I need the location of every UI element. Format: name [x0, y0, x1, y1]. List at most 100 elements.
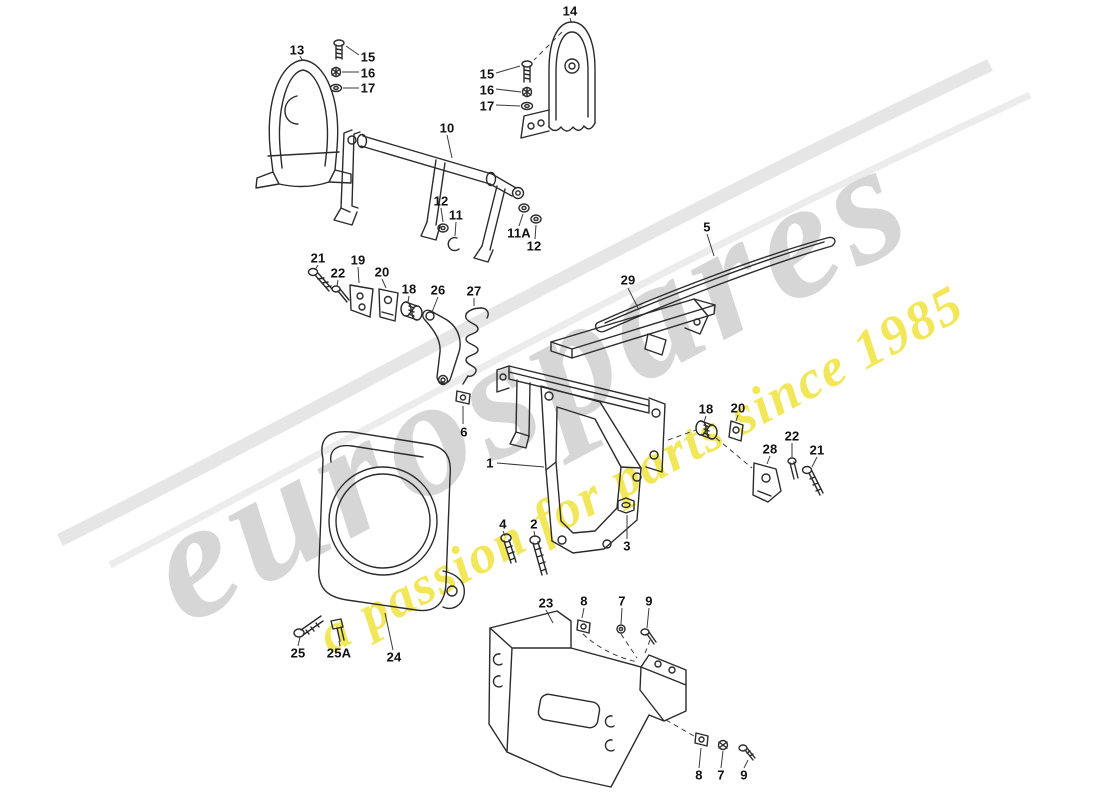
part-label-15-left: 15 — [360, 49, 376, 65]
part-label-12-left: 12 — [433, 193, 449, 209]
part-17-washer-left — [329, 83, 343, 93]
part-label-9-upper: 9 — [645, 593, 653, 609]
part-22-screw-right — [787, 457, 799, 480]
part-15-screw-right — [521, 60, 533, 83]
part-7-washer-lower — [717, 739, 729, 751]
part-25-screw — [293, 615, 324, 638]
leader-lines-879-upper — [581, 607, 651, 663]
part-label-26: 26 — [430, 282, 446, 298]
part-label-21-left: 21 — [310, 250, 326, 266]
part-6-nut — [455, 390, 471, 405]
part-label-2: 2 — [530, 516, 538, 532]
part-21-screw-right — [801, 465, 824, 496]
part-label-13: 13 — [289, 42, 305, 58]
part-7-washer-upper — [616, 624, 626, 634]
leader-lines-10-group — [440, 134, 537, 240]
part-label-12-right: 12 — [526, 238, 542, 254]
part-label-5: 5 — [703, 219, 711, 235]
part-label-25a: 25A — [326, 645, 352, 661]
part-28-bracket — [752, 462, 782, 503]
part-label-19: 19 — [350, 252, 366, 268]
part-16-nut-left — [330, 66, 342, 78]
leader-line-1 — [496, 462, 545, 468]
part-29-retaining-strip — [550, 298, 716, 359]
part-27-spring — [462, 307, 489, 385]
part-20-bracket-right — [728, 420, 744, 442]
part-label-25: 25 — [290, 645, 306, 661]
part-label-7-lower: 7 — [717, 767, 725, 783]
part-label-29: 29 — [620, 272, 636, 288]
part-label-22-right: 22 — [784, 428, 800, 444]
leader-lines-879-lower — [665, 719, 749, 769]
part-16-nut-right — [521, 86, 533, 98]
part-25a-bolt — [330, 618, 345, 642]
part-20-bracket-left — [378, 288, 399, 322]
part-label-20-right: 20 — [730, 400, 746, 416]
leader-lines-3-4-2 — [502, 515, 628, 539]
leader-lines-24-25 — [297, 612, 394, 651]
part-26-lever — [422, 309, 461, 386]
part-label-27: 27 — [466, 283, 482, 299]
part-14-mount-bracket — [520, 21, 596, 139]
part-label-18-left: 18 — [401, 281, 417, 297]
part-8-nut-lower — [694, 732, 709, 747]
part-label-14: 14 — [562, 3, 578, 19]
leader-lines-left-cluster — [314, 264, 410, 303]
part-15-screw-left — [333, 39, 345, 60]
part-label-18-right: 18 — [698, 401, 714, 417]
leader-line-23 — [545, 609, 554, 624]
part-label-10: 10 — [439, 120, 455, 136]
part-17-washer-right — [520, 101, 534, 111]
part-9-screw-lower — [738, 744, 756, 761]
part-19-plate — [349, 284, 374, 318]
part-5-cover-strip — [594, 236, 836, 333]
part-label-6: 6 — [460, 424, 468, 440]
part-label-4: 4 — [499, 516, 507, 532]
part-label-7-upper: 7 — [618, 593, 626, 609]
leader-line-5 — [706, 233, 715, 257]
part-label-11: 11 — [448, 207, 464, 223]
part-12-washer-right — [530, 214, 542, 224]
part-23-mounting-box — [488, 610, 687, 788]
leader-lines-14-group — [495, 17, 572, 107]
part-11-circlip — [447, 236, 460, 252]
part-21-screw-left — [307, 267, 333, 292]
leader-line-29 — [627, 287, 639, 309]
part-18-bushing-left — [400, 301, 423, 321]
part-label-3: 3 — [623, 538, 631, 554]
part-label-22-left: 22 — [330, 265, 346, 281]
part-label-1: 1 — [486, 455, 494, 471]
part-label-16-left: 16 — [360, 65, 376, 81]
leader-lines-13-group — [299, 45, 360, 89]
leader-lines-26-27-6 — [431, 296, 475, 424]
part-12-washer-left — [437, 223, 449, 233]
part-3-nut — [617, 497, 635, 514]
part-label-17-left: 17 — [360, 80, 376, 96]
part-10-linkage-assembly — [333, 129, 525, 263]
part-8-nut-upper — [576, 619, 591, 634]
part-24-headlight-ring — [318, 430, 465, 612]
part-label-16-right: 16 — [479, 82, 495, 98]
leader-lines-right-cluster — [667, 414, 818, 469]
part-label-8-lower: 8 — [695, 767, 703, 783]
part-label-23: 23 — [538, 595, 554, 611]
part-label-21-right: 21 — [809, 442, 825, 458]
part-label-9-lower: 9 — [740, 767, 748, 783]
part-13-mount-bracket — [255, 59, 352, 189]
part-18-bushing-right — [695, 420, 718, 440]
part-label-28: 28 — [762, 441, 778, 457]
part-22-screw-left — [331, 285, 350, 303]
part-9-screw-upper — [640, 628, 657, 645]
part-4-bolt — [500, 533, 517, 564]
part-label-8-upper: 8 — [580, 593, 588, 609]
part-label-24: 24 — [386, 649, 402, 665]
part-label-11a: 11A — [507, 225, 531, 241]
part-1-headlight-frame — [496, 365, 666, 554]
watermark-swoosh — [57, 59, 1032, 569]
part-label-20-left: 20 — [374, 264, 390, 280]
part-label-15-right: 15 — [479, 66, 495, 82]
part-11a-washer — [518, 203, 530, 213]
